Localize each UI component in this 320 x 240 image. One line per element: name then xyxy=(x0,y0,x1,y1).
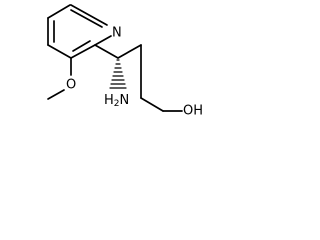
amino-n: N xyxy=(120,93,130,108)
bond-c3-c2-inner xyxy=(72,40,91,52)
ring-nitrogen-label: N xyxy=(112,26,122,41)
bond-c3-c2 xyxy=(70,44,96,59)
amino-label: H2N xyxy=(104,93,129,109)
bond-c2-ch xyxy=(94,44,119,59)
hashed-wedge-bond xyxy=(109,59,127,89)
bond-c4-c3 xyxy=(47,44,72,59)
side-chain xyxy=(94,44,183,112)
amino-h: H xyxy=(104,93,114,108)
hydroxyl-label: OH xyxy=(183,104,203,119)
methoxy-oxygen-label: O xyxy=(66,78,76,93)
methoxy-group xyxy=(47,57,72,100)
bond-n1-c6 xyxy=(70,4,108,26)
bond-o-ch3 xyxy=(47,89,65,100)
bond-c2-n1 xyxy=(94,35,112,46)
bond-n1-c6-inner xyxy=(70,9,103,28)
bond-ch2-ch2b xyxy=(140,97,164,112)
amino-subscript: 2 xyxy=(114,99,120,109)
bond-c6-c5 xyxy=(47,4,71,19)
pyridine-ring xyxy=(47,4,112,59)
structure-diagram: N O H2N OH xyxy=(47,4,203,119)
bond-ch-ch2 xyxy=(117,44,142,59)
